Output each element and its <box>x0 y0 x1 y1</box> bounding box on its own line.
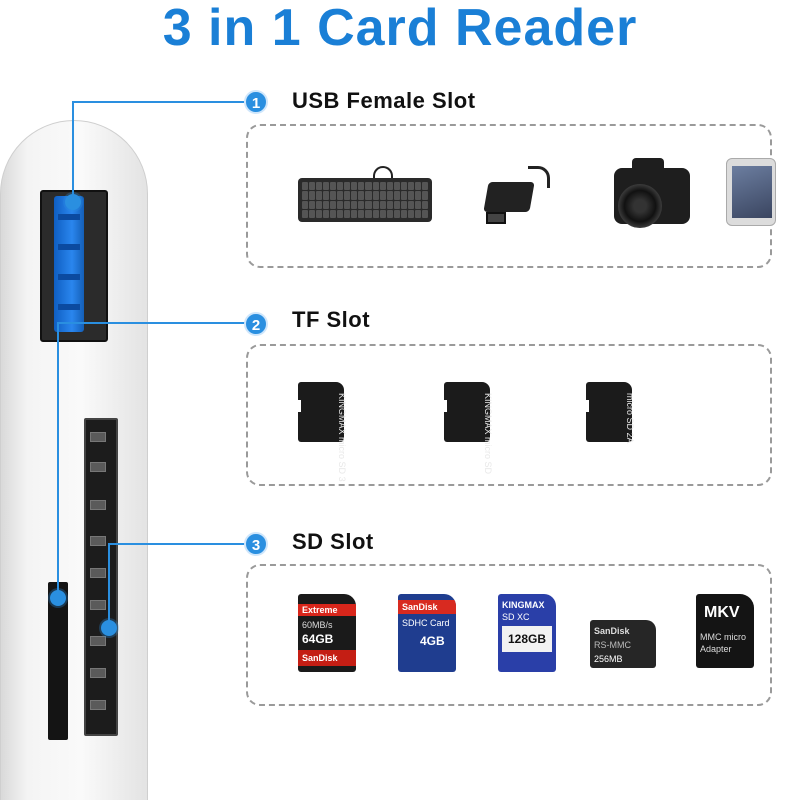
usb-pin <box>58 304 80 310</box>
sd-capacity: 256MB <box>594 654 623 664</box>
section-label-sd: SD Slot <box>292 529 374 554</box>
tf-slot <box>48 582 68 740</box>
connector-line-3v <box>108 543 110 627</box>
camera-lens-icon <box>618 184 662 228</box>
microsd-class: 2A <box>625 432 635 444</box>
sd-type: MMC micro <box>700 632 746 642</box>
microsd-card-icon: KINGMAX micro SD 3 <box>297 382 347 482</box>
connector-line-1h <box>72 101 244 103</box>
usb-pin <box>58 274 80 280</box>
microsd-card-icon: KINGMAX micro SD <box>443 382 493 474</box>
sd-brand: Extreme <box>302 605 338 615</box>
microsd-type: micro SD <box>483 437 493 475</box>
section-number-2: 2 <box>244 312 268 336</box>
section-label-usb: USB Female Slot <box>292 88 476 113</box>
sd-pin <box>90 636 106 646</box>
sd-brand: KINGMAX <box>502 600 545 610</box>
sd-card-sdhc-icon: SanDisk SDHC Card 4GB <box>398 594 456 672</box>
sd-capacity: 128GB <box>508 632 547 646</box>
microsd-brand: KINGMAX <box>337 393 347 435</box>
section-number-3: 3 <box>244 532 268 556</box>
connector-line-1v <box>72 101 74 201</box>
connector-line-3h <box>108 543 245 545</box>
sd-capacity: 4GB <box>420 634 445 648</box>
keyboard-icon <box>298 178 432 222</box>
ethernet-port-icon <box>486 212 506 224</box>
section-label-tf: TF Slot <box>292 307 371 332</box>
microsd-class: 3 <box>337 476 347 482</box>
page-title: 3 in 1 Card Reader <box>162 0 638 57</box>
sd-card-kingmax-icon: KINGMAX SD XC 128GB <box>498 594 556 672</box>
sd-capacity: 64GB <box>302 632 334 646</box>
sd-type: RS-MMC <box>594 640 631 650</box>
connector-line-2h <box>57 322 245 324</box>
sd-pin <box>90 500 106 510</box>
sd-card-mmc-adapter-icon: MKV MMC micro Adapter <box>696 594 754 668</box>
sd-brand: SanDisk <box>402 602 438 612</box>
connector-line-2v <box>57 322 59 596</box>
connector-dot-3 <box>101 620 117 636</box>
sd-speed: 60MB/s <box>302 620 333 630</box>
sd-card-extreme-icon: Extreme 60MB/s 64GB SanDisk <box>298 594 356 672</box>
sd-brand: SanDisk <box>594 626 630 636</box>
sd-pin <box>90 700 106 710</box>
ethernet-adapter-icon <box>483 182 535 212</box>
sd-subtype: Adapter <box>700 644 732 654</box>
connector-dot-1 <box>65 194 81 210</box>
sd-card-rsmmc-icon: SanDisk RS-MMC 256MB <box>590 620 656 668</box>
tf-cards-box <box>246 344 772 486</box>
sd-pin <box>90 536 106 546</box>
microsd-card-icon: micro SD 2A <box>585 382 635 444</box>
section-number-1: 1 <box>244 90 268 114</box>
microsd-type: micro SD <box>337 437 347 475</box>
adapter-cable <box>528 166 550 188</box>
sd-pin <box>90 568 106 578</box>
usb-pin <box>58 214 80 220</box>
microsd-brand: KINGMAX <box>483 393 493 435</box>
sd-pin <box>90 432 106 442</box>
sd-type: SDHC Card <box>402 618 450 628</box>
connector-dot-2 <box>50 590 66 606</box>
sd-pin <box>90 668 106 678</box>
phone-screen <box>732 166 772 218</box>
keyboard-cable <box>373 166 393 180</box>
usb-pin <box>58 244 80 250</box>
microsd-type: micro SD <box>625 393 635 431</box>
sd-cards-box <box>246 564 772 706</box>
sd-pin <box>90 600 106 610</box>
sd-pin <box>90 462 106 472</box>
sd-brand: MKV <box>704 604 740 621</box>
sd-maker: SanDisk <box>302 653 338 663</box>
sd-type: SD XC <box>502 612 530 622</box>
